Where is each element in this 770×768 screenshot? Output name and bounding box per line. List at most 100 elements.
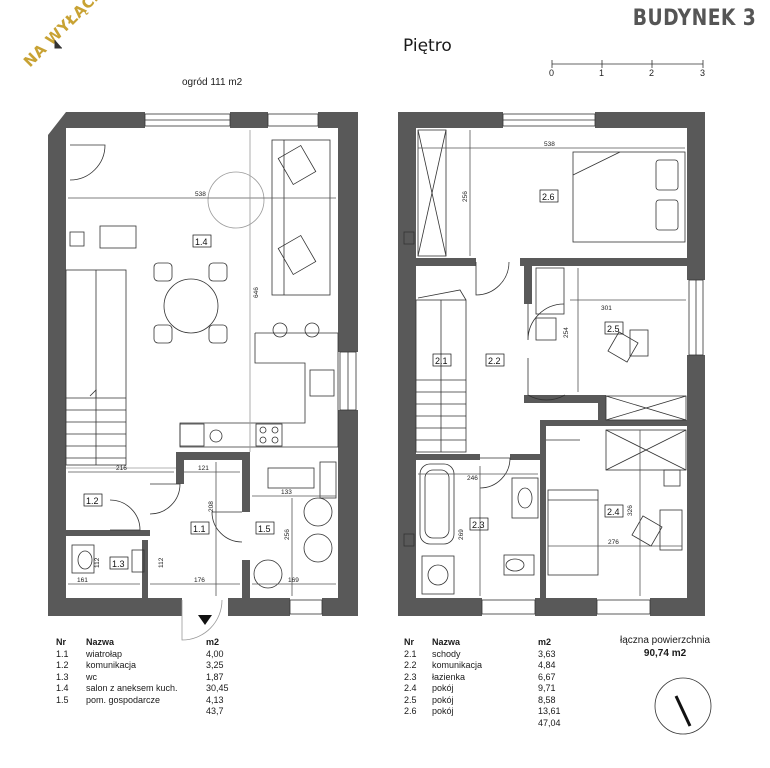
dim-label: 133	[281, 489, 292, 496]
total-area-label: łączna powierzchnia	[620, 635, 711, 646]
upper-wall-top-b	[595, 112, 705, 128]
svg-text:2.5: 2.5	[607, 324, 620, 334]
room-tag-1.4: 1.4	[192, 234, 212, 248]
svg-text:2.1: 2.1	[435, 356, 448, 366]
garden-label: ogród 111 m2	[182, 77, 243, 88]
dim-label: 538	[544, 141, 555, 148]
ground-inner-wall-wc	[66, 530, 150, 536]
upper-inner-wall-a	[416, 258, 476, 266]
ground-wall-top-b	[230, 112, 268, 128]
dim-label: 112	[94, 557, 101, 568]
dim-label: 208	[208, 501, 215, 512]
upper-floor-lines	[403, 60, 712, 735]
upper-inner-wall-g	[540, 420, 546, 598]
upper-inner-wall-d	[524, 395, 606, 403]
entry-arrow-icon	[198, 615, 212, 625]
ground-wall-right-b	[338, 410, 358, 598]
ground-wall-bottom-b	[228, 598, 290, 616]
svg-text:2.2: 2.2	[488, 356, 501, 366]
legend-total-row: 47,04	[404, 718, 565, 730]
room-tag-1.2: 1.2	[83, 493, 103, 507]
room-tag-2.1: 2.1	[432, 353, 452, 367]
svg-text:1.5: 1.5	[258, 524, 271, 534]
upper-wall-right-a	[687, 112, 705, 280]
upper-wall-bottom-a	[398, 598, 482, 616]
upper-inner-wall-c	[524, 266, 532, 304]
svg-text:1.1: 1.1	[193, 524, 206, 534]
scale-tick: 2	[649, 68, 654, 78]
dim-label: 169	[288, 577, 299, 584]
dim-label: 256	[284, 529, 291, 540]
dim-label: 254	[563, 327, 570, 338]
dim-label: 326	[627, 505, 634, 516]
ground-wall-right-a	[338, 112, 358, 352]
legend-header-name: Nazwa	[86, 637, 115, 647]
room-tag-1.3: 1.3	[109, 556, 129, 570]
legend-header-nr: Nr	[404, 637, 415, 647]
legend-total: 43,7	[206, 706, 224, 716]
dim-label: 256	[462, 191, 469, 202]
svg-text:2.3: 2.3	[472, 520, 485, 530]
upper-wall-right-b	[687, 355, 705, 616]
upper-wall-top-a	[398, 112, 503, 128]
upper-inner-wall-h	[416, 454, 480, 460]
upper-inner-wall-b	[520, 258, 687, 266]
room-tag-1.1: 1.1	[190, 521, 210, 535]
upper-inner-wall-i	[510, 454, 546, 460]
ground-inner-wall-v3	[242, 560, 250, 598]
dim-label: 112	[158, 557, 165, 568]
dim-label: 161	[77, 577, 88, 584]
upper-floor-plan	[398, 112, 705, 616]
building-title: BUDYNEK 3	[632, 6, 756, 31]
scale-tick: 0	[549, 68, 554, 78]
room-tag-2.2: 2.2	[485, 353, 505, 367]
svg-text:1.2: 1.2	[86, 496, 99, 506]
room-tag-2.4: 2.4	[604, 504, 624, 518]
dim-label: 646	[253, 287, 260, 298]
legend-header-area: m2	[206, 637, 220, 647]
dim-label: 216	[116, 465, 127, 472]
dim-label: 176	[194, 577, 205, 584]
room-tag-2.3: 2.3	[469, 517, 489, 531]
room-tag-2.6: 2.6	[539, 189, 559, 203]
floor-title: Piętro	[403, 36, 452, 56]
svg-text:1.3: 1.3	[112, 559, 125, 569]
dim-label: 269	[458, 529, 465, 540]
legend-total: 47,04	[538, 717, 561, 728]
room-tag-2.5: 2.5	[604, 321, 624, 335]
scale-tick: 1	[599, 68, 604, 78]
legend-header-name: Nazwa	[432, 637, 461, 647]
ground-inner-wall-v1	[176, 452, 184, 484]
total-area-value: 90,74 m2	[643, 648, 687, 659]
upper-wall-bottom-b	[535, 598, 597, 616]
dim-label: 301	[601, 305, 612, 312]
dim-label: 538	[195, 191, 206, 198]
upper-inner-wall-e	[598, 395, 606, 425]
ground-floor-plan	[48, 112, 358, 616]
svg-text:2.4: 2.4	[607, 507, 620, 517]
legend-header-area: m2	[538, 637, 552, 647]
ground-wall-bottom-c	[322, 598, 358, 616]
room-tag-1.5: 1.5	[255, 521, 275, 535]
legend-total-row: 43,7	[56, 706, 233, 718]
ground-inner-wall	[176, 452, 250, 460]
dim-label: 246	[467, 475, 478, 482]
ground-wall-bottom-a	[48, 598, 182, 616]
ground-wall-left	[48, 112, 100, 598]
scale-tick: 3	[700, 68, 705, 78]
upper-wall-left	[398, 112, 416, 616]
